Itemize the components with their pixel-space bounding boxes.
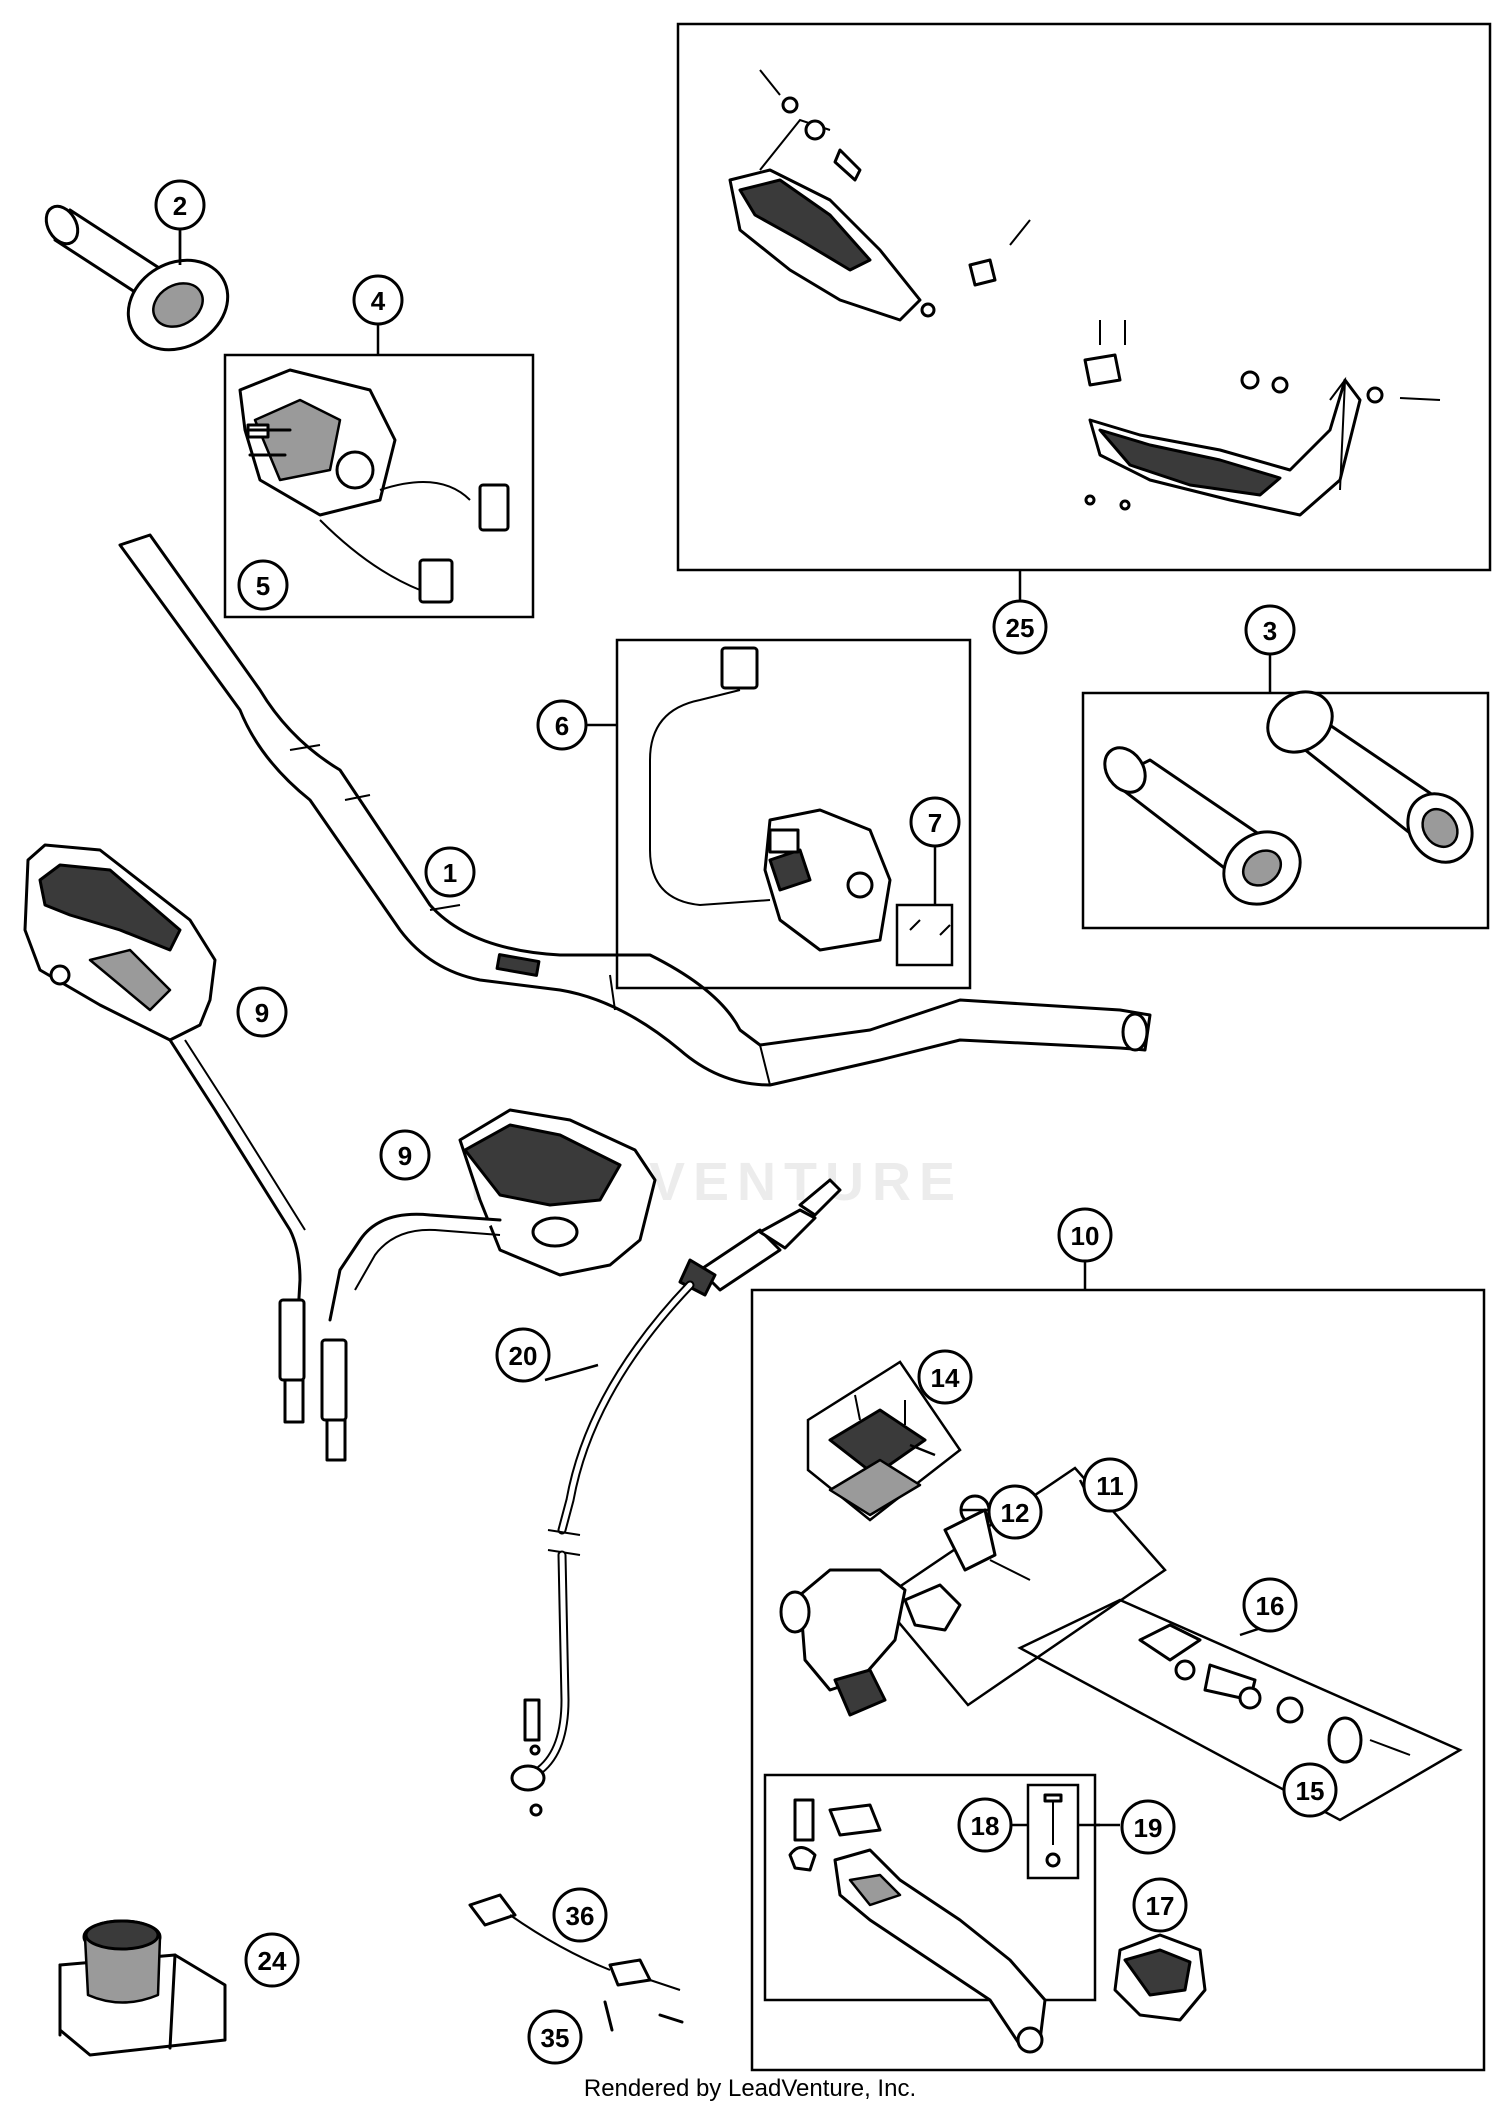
callout-9a-label: 9	[255, 998, 269, 1028]
callout-9a: 9	[236, 986, 288, 1038]
callout-18: 18	[957, 1797, 1013, 1853]
callout-20: 20	[495, 1327, 551, 1383]
callout-2-label: 2	[173, 191, 187, 221]
box-hand-guards	[676, 22, 1492, 572]
callout-19-label: 19	[1134, 1813, 1163, 1843]
callout-3-label: 3	[1263, 616, 1277, 646]
callout-1: 1	[424, 846, 476, 898]
clutch-switch	[1113, 1933, 1207, 2022]
callout-4-label: 4	[371, 286, 386, 316]
callout-4: 4	[352, 274, 404, 326]
callout-6-label: 6	[555, 711, 569, 741]
box-clutch-master	[750, 1288, 1486, 2072]
callout-5-label: 5	[256, 571, 270, 601]
callout-2: 2	[154, 179, 206, 231]
callout-12-label: 12	[1001, 1498, 1030, 1528]
callout-24: 24	[244, 1932, 300, 1988]
clutch-lever	[788, 1798, 1047, 2054]
mirror-right	[320, 1108, 657, 1462]
brake-line	[510, 1178, 842, 1817]
callout-5: 5	[237, 559, 289, 611]
callout-10: 10	[1057, 1207, 1113, 1263]
callout-36: 36	[552, 1887, 608, 1943]
switch-assembly	[649, 646, 951, 952]
footer-credit: Rendered by LeadVenture, Inc.	[583, 2075, 917, 2102]
handlebar	[118, 533, 1152, 1087]
box-piston-kit	[1017, 1598, 1463, 1822]
master-cylinder	[779, 1494, 1031, 1717]
callout-14-label: 14	[931, 1363, 960, 1393]
throttle-housing	[238, 368, 510, 604]
box-switch-assembly	[615, 638, 972, 990]
callout-36-label: 36	[566, 1901, 595, 1931]
callout-17-label: 17	[1146, 1891, 1175, 1921]
box-grips-set	[1081, 691, 1490, 930]
callout-25-label: 25	[1006, 613, 1035, 643]
callout-7: 7	[909, 796, 961, 848]
grips-set	[1103, 690, 1474, 906]
callout-16: 16	[1242, 1577, 1298, 1633]
mirror-left	[23, 843, 306, 1424]
lever-cover	[828, 1394, 927, 1517]
callout-3: 3	[1244, 604, 1296, 656]
callouts-layer: 2 4 5 25 3 6 7 1 9 9 10 20 14 11 12 16 1…	[154, 179, 1338, 2065]
callout-1-label: 1	[443, 858, 457, 888]
fluid-container	[58, 1919, 227, 2057]
callout-17: 17	[1132, 1877, 1188, 1933]
piston-kit	[1138, 1623, 1411, 1764]
callout-25: 25	[992, 599, 1048, 655]
hand-guard-left	[728, 69, 1031, 322]
callout-18-label: 18	[971, 1811, 1000, 1841]
callout-12: 12	[987, 1484, 1043, 1540]
callout-24-label: 24	[258, 1946, 287, 1976]
callout-16-label: 16	[1256, 1591, 1285, 1621]
callout-11-label: 11	[1096, 1471, 1124, 1501]
callout-7-label: 7	[928, 808, 942, 838]
callout-15: 15	[1282, 1762, 1338, 1818]
callout-19: 19	[1120, 1799, 1176, 1855]
callout-6: 6	[536, 699, 588, 751]
callout-10-label: 10	[1071, 1221, 1100, 1251]
grip-left	[44, 204, 230, 352]
hand-guard-right	[1083, 320, 1441, 517]
callout-11: 11	[1082, 1457, 1138, 1513]
callout-35-label: 35	[541, 2023, 570, 2053]
sensor-screw	[603, 2000, 684, 2032]
callout-9b-label: 9	[398, 1141, 412, 1171]
callout-35: 35	[527, 2009, 583, 2065]
box-switch-screws	[895, 903, 954, 967]
pivot-bolt	[1043, 1793, 1063, 1868]
callout-15-label: 15	[1296, 1776, 1325, 1806]
callout-9b: 9	[379, 1129, 431, 1181]
box-pivot-bolt	[1026, 1783, 1080, 1880]
callout-20-label: 20	[509, 1341, 538, 1371]
clutch-sensor	[468, 1893, 681, 1991]
callout-14: 14	[917, 1349, 973, 1405]
box-lever-assembly	[763, 1773, 1097, 2002]
